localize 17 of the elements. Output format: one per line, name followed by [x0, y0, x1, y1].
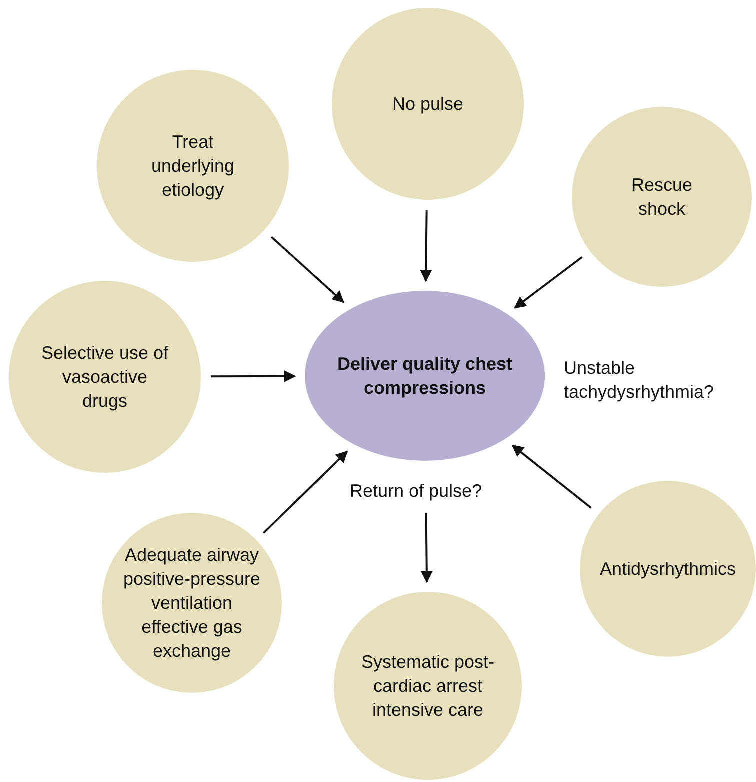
arrow	[262, 450, 348, 534]
node-label: Selective use of vasoactive drugs	[40, 342, 170, 413]
node-label: Rescue shock	[630, 174, 694, 221]
arrow	[211, 370, 296, 382]
node-label: Antidysrhythmics	[598, 558, 738, 581]
arrow	[270, 236, 345, 304]
condition-label: Unstable tachydysrhythmia?	[564, 357, 716, 404]
node-label: No pulse	[391, 93, 465, 116]
arrow	[420, 210, 432, 282]
arrow	[512, 444, 592, 509]
condition-label: Return of pulse?	[350, 480, 484, 503]
arrow	[420, 512, 433, 584]
node-label: Systematic post-cardiac arrest intensive care	[360, 651, 496, 722]
arrow	[514, 256, 583, 309]
node-label: Treat underlying etiology	[150, 131, 236, 202]
node-label: Deliver quality chest compressions	[336, 353, 514, 400]
node-label: Adequate airway positive-pressure ventilation effective gas exchange	[122, 544, 262, 663]
